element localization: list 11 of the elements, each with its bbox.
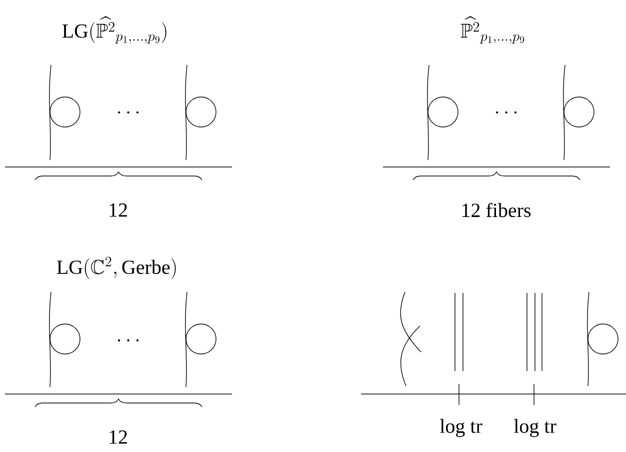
ellipsis: $\cdots$	[496, 111, 517, 114]
panel-title: $\mathrm{LG}(\mathbb{C}^2,\mathrm{Gerbe})$	[56, 256, 176, 279]
ellipsis: $\cdots$	[118, 111, 139, 114]
fiber-label: log tr	[514, 418, 556, 438]
count-label: 12	[110, 430, 127, 444]
panel-title: $\mathrm{LG}(\widehat{\mathbb{P}^2}_{p_1,\dots,p_9})$	[62, 16, 166, 44]
count-label: 12 fibers	[462, 202, 531, 218]
fiber-label: log tr	[440, 418, 482, 438]
ellipsis: $\cdots$	[118, 339, 139, 342]
panel-title: $\widehat{\mathbb{P}^2}_{p_1,\dots,p_9}$	[460, 16, 524, 44]
count-label: 12	[110, 203, 127, 217]
